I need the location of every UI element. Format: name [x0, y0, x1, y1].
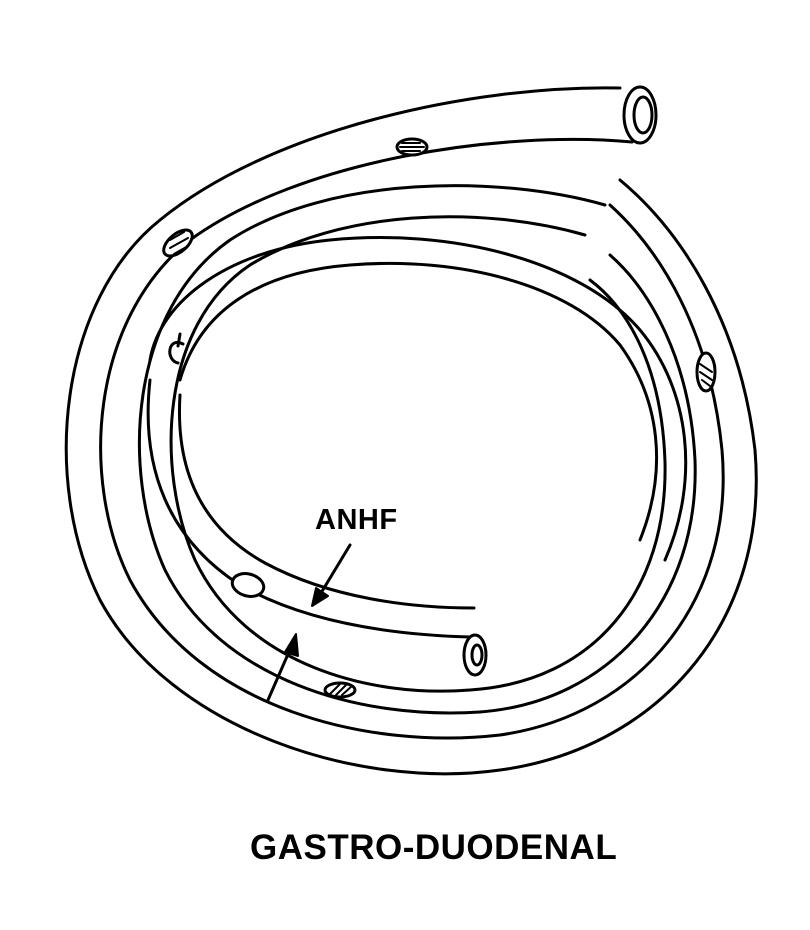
callout-leader-line [316, 543, 352, 600]
outer-coil-inner-wall [99, 137, 725, 740]
eyelet-right [695, 351, 717, 393]
eyelet-right-hatch [699, 363, 713, 387]
figure-caption: GASTRO-DUODENAL [250, 828, 618, 867]
inner-tube-tail-lower [177, 393, 476, 610]
inner-coil-inner-wall [178, 261, 659, 542]
eyelet-lower-left [230, 572, 266, 598]
eyelet-left-upper-hatch [169, 231, 189, 255]
inner-coil-outer-wall [148, 236, 688, 562]
middle-coil-outer-wall [137, 184, 697, 715]
wall-thickness-arrow-line [266, 643, 294, 702]
tube-end-lower-inner [470, 643, 484, 667]
outer-coil-outer-wall [64, 86, 758, 776]
inner-tube-tail-upper [146, 378, 472, 639]
middle-coil-inner-wall [169, 215, 667, 693]
eyelet-top-hatch [399, 142, 425, 152]
eyelet-left-curl [168, 332, 185, 365]
tube-end-inner [632, 95, 654, 135]
wall-thickness-arrowhead [284, 633, 299, 657]
eyelet-bottom-hatch [329, 683, 353, 696]
callout-label-anhf: ANHF [315, 504, 398, 536]
callout-arrowhead-top [311, 587, 329, 607]
